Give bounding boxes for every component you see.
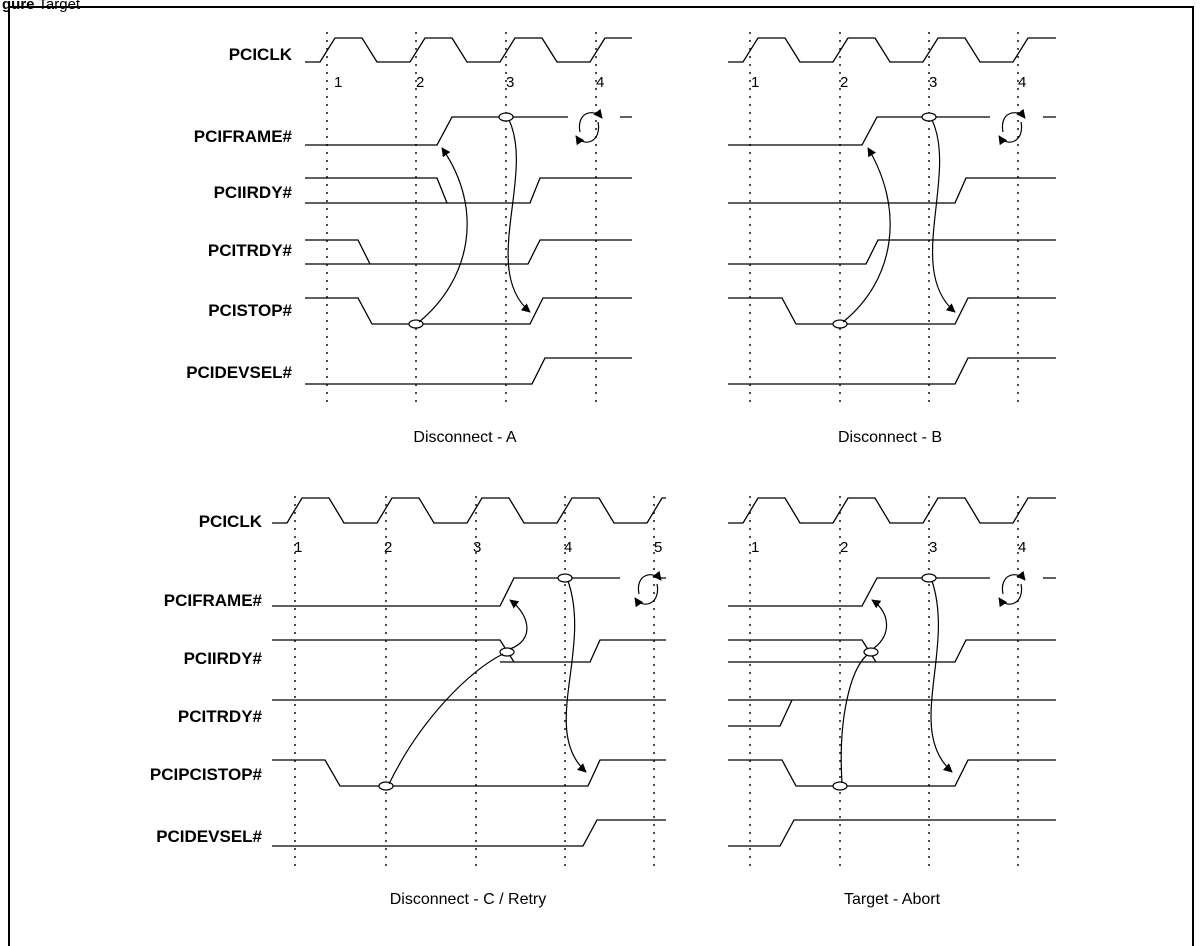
clock-tick-1: 1 [751, 74, 759, 91]
clock-tick-4: 4 [564, 539, 572, 556]
signal-label-pciirdy: PCIIRDY# [184, 649, 263, 668]
causality-arrow [840, 654, 868, 784]
sample-marker [408, 319, 424, 329]
panel-disconnect-c: PCICLK PCIFRAME# PCIIRDY# PCITRDY# PCIPC… [150, 496, 666, 908]
clock-tick-4: 4 [596, 74, 604, 91]
clock-tick-4: 4 [1018, 74, 1026, 91]
clock-tick-3: 3 [929, 74, 937, 91]
causality-arrow [388, 653, 504, 785]
clock-tick-4: 4 [1018, 539, 1026, 556]
clock-guides [749, 496, 1019, 868]
waveform-pcidevsel [728, 819, 1056, 847]
turnaround-arrow [634, 583, 659, 608]
sample-marker [498, 112, 514, 122]
clock-tick-3: 3 [929, 539, 937, 556]
clock-guides [326, 32, 597, 404]
waveform-pciirdy [728, 639, 1056, 663]
turnaround-arrow [998, 121, 1023, 146]
waveform-pcistop [728, 297, 1056, 325]
signal-label-pcipcistop: PCIPCISTOP# [150, 765, 263, 784]
signal-label-pciframe: PCIFRAME# [164, 591, 263, 610]
waveform-pcitrdy [728, 699, 1056, 727]
waveform-pcidevsel [305, 357, 632, 385]
causality-arrow [871, 599, 888, 649]
clock-tick-2: 2 [416, 74, 424, 91]
clock-tick-2: 2 [840, 539, 848, 556]
waveform-pcipcistop [272, 759, 666, 787]
clock-tick-3: 3 [506, 74, 514, 91]
clock-tick-5: 5 [654, 539, 662, 556]
waveform-pciclk [728, 497, 1056, 524]
waveform-pciirdy [728, 177, 1056, 204]
causality-arrow [565, 580, 587, 773]
causality-arrow [842, 147, 891, 323]
signal-label-pcistop: PCISTOP# [208, 301, 292, 320]
clock-tick-2: 2 [384, 539, 392, 556]
panel-target-abort: 1 2 3 4 Target - Abort [728, 496, 1056, 908]
panel-disconnect-a: PCICLK PCIFRAME# PCIIRDY# PCITRDY# PCIST… [186, 32, 632, 446]
signal-label-pciframe: PCIFRAME# [194, 127, 293, 146]
sample-marker [557, 573, 573, 583]
clock-tick-1: 1 [334, 74, 342, 91]
waveform-pciclk [305, 37, 632, 63]
turnaround-arrow [637, 570, 662, 595]
waveform-pcitrdy [728, 239, 1056, 265]
signal-label-pciclk: PCICLK [199, 512, 263, 531]
sample-marker [921, 573, 937, 583]
waveform-pciframe [305, 116, 632, 146]
panel-caption: Disconnect - B [838, 429, 942, 446]
waveform-pciirdy [305, 177, 632, 204]
diagram-frame [8, 6, 1194, 946]
waveform-pcidevsel [272, 819, 666, 847]
turnaround-arrow [998, 583, 1023, 608]
panel-caption: Disconnect - C / Retry [390, 891, 546, 908]
signal-label-pcitrdy: PCITRDY# [208, 241, 293, 260]
waveform-pciframe [728, 116, 1056, 146]
waveform-pciframe [272, 577, 666, 607]
clock-tick-3: 3 [473, 539, 481, 556]
waveform-pcistop [728, 759, 1056, 787]
clock-guides [749, 32, 1019, 404]
waveform-pciclk [272, 497, 666, 524]
waveform-pciframe [728, 577, 1056, 607]
sample-marker [499, 647, 515, 657]
panel-caption: Target - Abort [844, 891, 941, 908]
waveform-pcistop [305, 297, 632, 325]
waveform-pcitrdy [305, 239, 632, 265]
signal-label-pcitrdy: PCITRDY# [178, 707, 263, 726]
sample-marker [832, 781, 848, 791]
sample-marker [921, 112, 937, 122]
signal-label-pcidevsel: PCIDEVSEL# [186, 363, 292, 382]
waveform-pciirdy [272, 639, 666, 663]
sample-marker [863, 647, 879, 657]
waveform-pcidevsel [728, 357, 1056, 385]
causality-arrow [418, 147, 468, 323]
causality-arrow [930, 580, 953, 773]
panel-disconnect-b: 1 2 3 4 Disconnect - B [728, 32, 1056, 446]
turnaround-arrow [575, 121, 600, 146]
clock-tick-1: 1 [294, 539, 302, 556]
clock-guides [294, 496, 655, 868]
causality-arrow [509, 599, 528, 650]
clock-tick-1: 1 [751, 539, 759, 556]
clock-tick-2: 2 [840, 74, 848, 91]
waveform-pciclk [728, 37, 1056, 63]
sample-marker [378, 781, 394, 791]
signal-label-pciirdy: PCIIRDY# [214, 183, 293, 202]
signal-label-pciclk: PCICLK [229, 45, 293, 64]
turnaround-arrow [1001, 108, 1026, 133]
signal-label-pcidevsel: PCIDEVSEL# [156, 827, 262, 846]
turnaround-arrow [1001, 570, 1026, 595]
panel-caption: Disconnect - A [413, 429, 516, 446]
causality-arrow [931, 119, 956, 313]
turnaround-arrow [578, 108, 603, 133]
causality-arrow [507, 119, 531, 313]
